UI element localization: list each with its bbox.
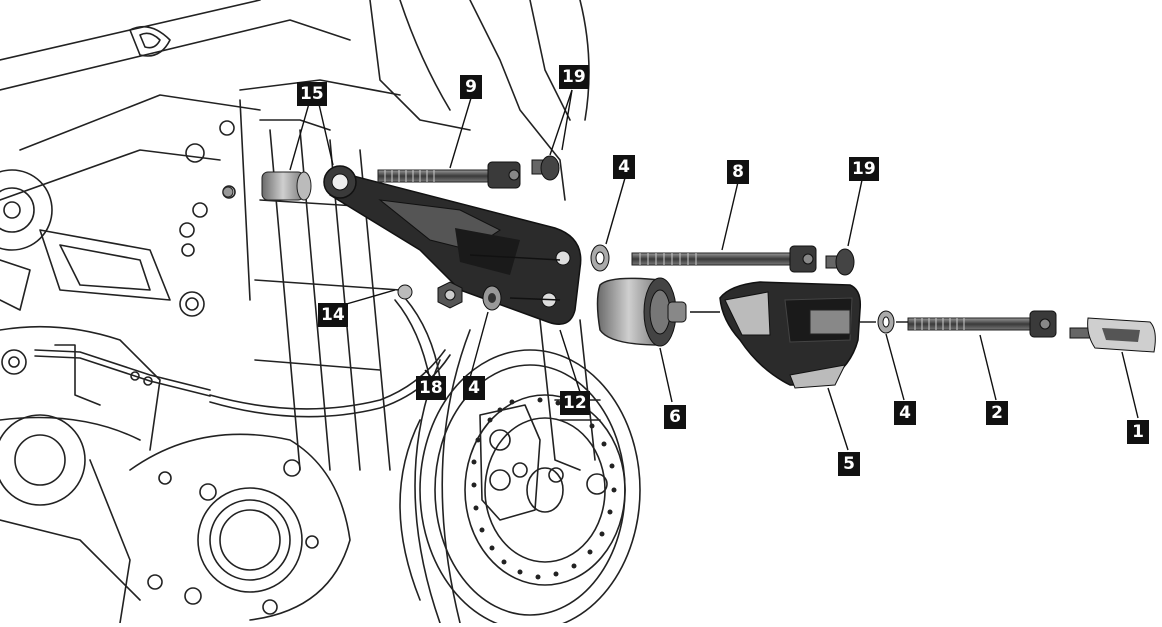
callout-12: 12 — [560, 391, 590, 415]
callout-15: 15 — [297, 82, 327, 106]
nut-and-washers — [397, 281, 502, 311]
washer-4-upper — [590, 244, 610, 272]
brake-disc-holes — [471, 397, 617, 580]
logo-cap-1 — [1069, 317, 1156, 353]
spacer-15 — [222, 171, 312, 201]
cap-19-right — [825, 248, 855, 276]
callout-9: 9 — [460, 75, 482, 99]
bolt-9 — [377, 161, 521, 189]
callout-2: 2 — [986, 401, 1008, 425]
callout-1: 1 — [1127, 420, 1149, 444]
slider-cap-5 — [719, 281, 862, 389]
callout-4-right: 4 — [894, 401, 916, 425]
callout-5: 5 — [838, 452, 860, 476]
motorcycle-frame-lineart — [0, 0, 641, 627]
slider-body-6 — [596, 277, 687, 347]
bolt-2 — [907, 310, 1057, 338]
callout-19-right: 19 — [849, 157, 879, 181]
callout-4-upper: 4 — [613, 155, 635, 179]
callout-6: 6 — [664, 405, 686, 429]
callout-14: 14 — [318, 303, 348, 327]
mounting-bracket — [323, 165, 582, 325]
bolt-8 — [631, 245, 817, 273]
callout-8: 8 — [727, 160, 749, 184]
washer-4-right — [877, 310, 895, 334]
callout-18: 18 — [416, 376, 446, 400]
callout-19-upper: 19 — [559, 65, 589, 89]
callout-4-lower: 4 — [463, 376, 485, 400]
cap-19-upper — [531, 155, 560, 181]
leader-lines — [289, 89, 1139, 451]
